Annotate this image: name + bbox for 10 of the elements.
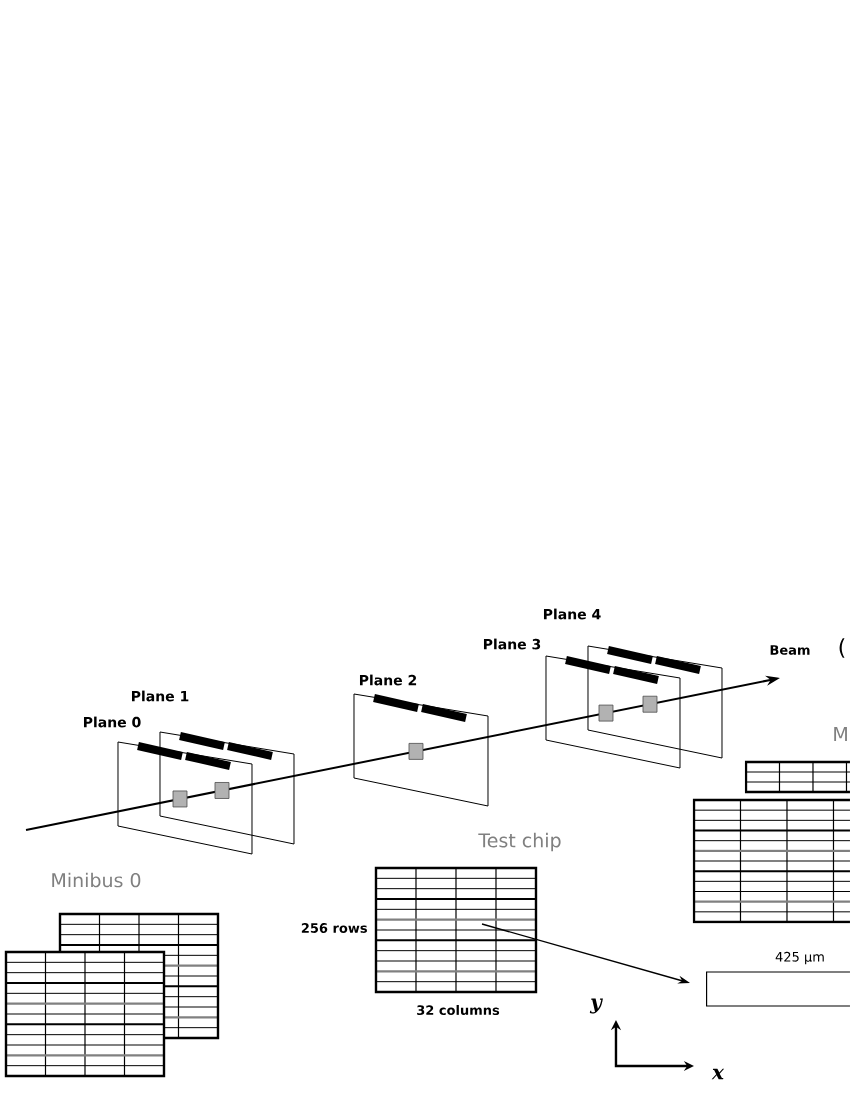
axis-label: y (589, 998, 603, 1014)
node-label: Minibus 0 (52, 872, 141, 888)
minibus-grid: M (692, 727, 850, 924)
minibus-grid: Minibus 0 (4, 872, 220, 1078)
node-label: M (834, 727, 847, 741)
axis-label: x (711, 1068, 725, 1080)
bracket-text: ( (839, 638, 845, 658)
chip-grid (374, 866, 538, 994)
pixel-box (706, 971, 850, 1007)
chip-title: Test chip (478, 832, 561, 852)
